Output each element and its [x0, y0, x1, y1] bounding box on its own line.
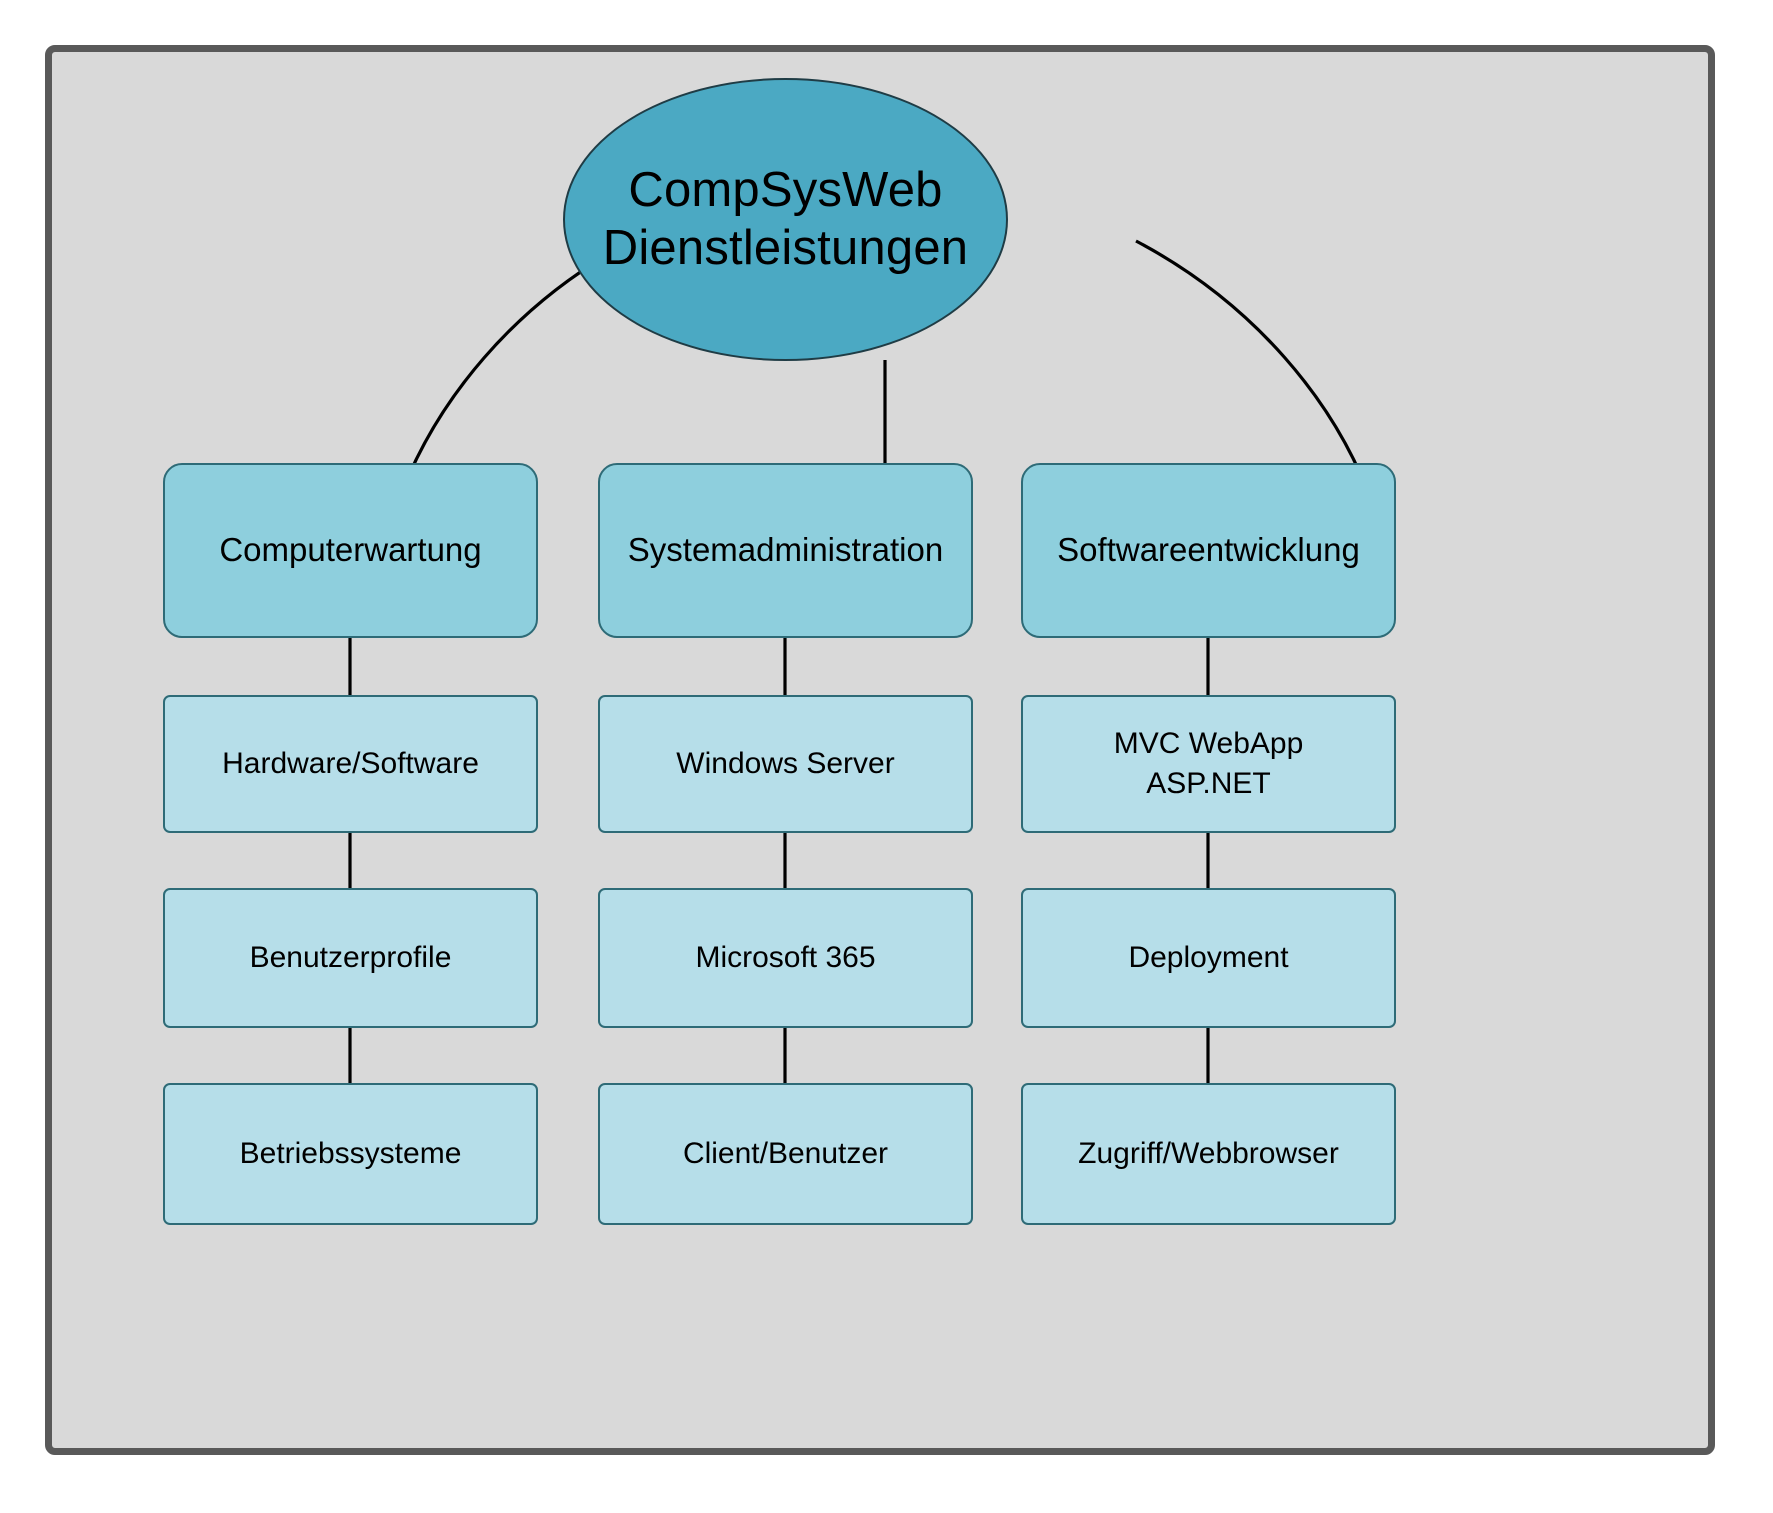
leaf-box-hardware-software[interactable]: Hardware/Software [163, 695, 538, 833]
leaf-label-microsoft-365: Microsoft 365 [695, 941, 876, 975]
leaf-box-deployment[interactable]: Deployment [1021, 888, 1396, 1028]
leaf-label-deployment: Deployment [1128, 941, 1289, 975]
leaf-label-client-benutzer: Client/Benutzer [682, 1137, 889, 1171]
root-node-label: CompSysWeb Dienstleistungen [579, 162, 992, 278]
branch-label-softwareentwicklung: Softwareentwicklung [1057, 531, 1360, 569]
leaf-label-zugriff-webbrowser: Zugriff/Webbrowser [1078, 1137, 1339, 1171]
leaf-box-benutzerprofile[interactable]: Benutzerprofile [163, 888, 538, 1028]
root-node-label-line2: Dienstleistungen [602, 220, 969, 275]
branch-box-computerwartung[interactable]: Computerwartung [163, 463, 538, 638]
leaf-label-benutzerprofile: Benutzerprofile [249, 941, 452, 975]
branch-label-computerwartung: Computerwartung [219, 531, 482, 569]
leaf-box-client-benutzer[interactable]: Client/Benutzer [598, 1083, 973, 1225]
branch-box-systemadministration[interactable]: Systemadministration [598, 463, 973, 638]
root-node-label-line1: CompSysWeb [628, 162, 943, 217]
leaf-label-mvc-webapp-line2: ASP.NET [1146, 767, 1271, 800]
leaf-label-mvc-webapp-line1: MVC WebApp [1113, 727, 1304, 761]
leaf-label-windows-server: Windows Server [676, 747, 895, 781]
leaf-label-mvc-webapp: MVC WebApp ASP.NET [1114, 724, 1304, 804]
branch-label-systemadministration: Systemadministration [627, 531, 944, 569]
leaf-box-windows-server[interactable]: Windows Server [598, 695, 973, 833]
leaf-label-betriebssysteme: Betriebssysteme [239, 1137, 462, 1171]
root-node[interactable]: CompSysWeb Dienstleistungen [563, 78, 1008, 361]
leaf-box-zugriff-webbrowser[interactable]: Zugriff/Webbrowser [1021, 1083, 1396, 1225]
leaf-label-hardware-software: Hardware/Software [222, 747, 479, 781]
branch-box-softwareentwicklung[interactable]: Softwareentwicklung [1021, 463, 1396, 638]
leaf-box-betriebssysteme[interactable]: Betriebssysteme [163, 1083, 538, 1225]
leaf-box-mvc-webapp[interactable]: MVC WebApp ASP.NET [1021, 695, 1396, 833]
leaf-box-microsoft-365[interactable]: Microsoft 365 [598, 888, 973, 1028]
